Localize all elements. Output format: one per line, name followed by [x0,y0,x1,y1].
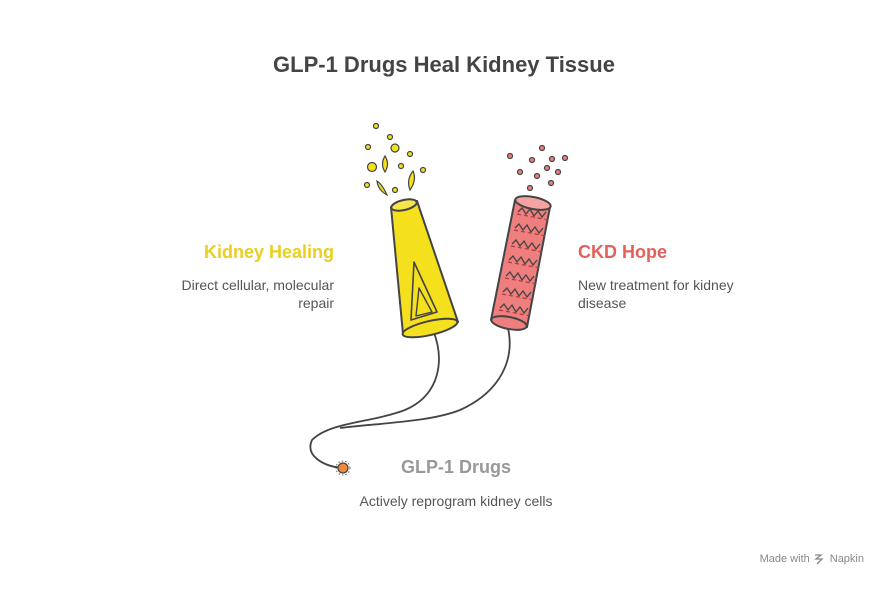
red-sparks-icon [506,144,569,192]
diagram-title: GLP-1 Drugs Heal Kidney Tissue [273,52,615,77]
glp1-drugs-title: GLP-1 Drugs [400,457,511,477]
kidney-healing-description: Direct cellular, molecular repair [181,277,335,311]
made-with-label: Made with [759,553,810,565]
glp1-drugs-description: Actively reprogram kidney cells [359,493,553,509]
yellow-firecracker-icon [390,198,459,339]
fuse-line-yellow [309,329,440,469]
kidney-healing-title: Kidney Healing [203,242,334,262]
red-firecracker-icon [490,195,552,331]
fuse-line-red [339,327,511,429]
napkin-brand-label: Napkin [829,553,864,565]
ckd-hope-description: New treatment for kidney disease [578,277,734,311]
fuse-spark-icon [335,460,351,476]
ckd-hope-title: CKD Hope [578,242,667,262]
napkin-logo-icon [813,553,824,564]
made-with-napkin-footer[interactable]: Made with Napkin [760,553,864,565]
yellow-sparks-icon [363,122,427,197]
